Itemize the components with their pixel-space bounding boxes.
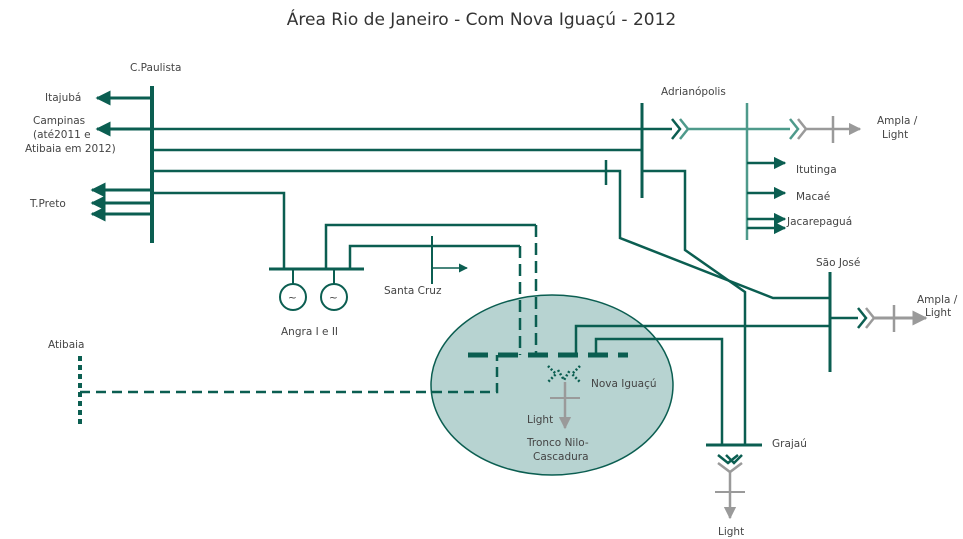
line-cp-angra (152, 191, 286, 269)
santa-cruz-label: Santa Cruz (384, 285, 442, 297)
line-angra-ni-1 (324, 223, 536, 269)
adrianopolis-label: Adrianópolis (661, 86, 726, 98)
ampla-lower-label-1: Ampla / (917, 294, 958, 306)
grajau-light-label: Light (718, 526, 744, 538)
grajau-transformer-1 (717, 454, 739, 465)
diagram-title: Área Rio de Janeiro - Com Nova Iguaçú - … (286, 10, 677, 30)
nova-iguacu-label: Nova Iguaçú (591, 378, 657, 390)
t-preto-label: T.Preto (29, 198, 66, 210)
ampla-upper-label-1: Ampla / (877, 115, 918, 127)
ampla-lower-label-2: Light (925, 307, 951, 319)
angra-generator-1 (279, 283, 307, 311)
ampla-transformer-upper-1 (789, 118, 800, 140)
campinas-label-1: Campinas (33, 115, 85, 127)
macae-label: Macaé (796, 191, 830, 203)
grajau-transformer-3 (717, 462, 743, 474)
c-paulista-label: C.Paulista (130, 62, 181, 74)
line-ni-grajau (594, 337, 724, 445)
ni-light-label: Light (527, 414, 553, 426)
jacarepagua-label: Jacarepaguá (786, 216, 852, 228)
generator-2-symbol: ~ (329, 292, 338, 304)
ampla-upper-label-2: Light (882, 129, 908, 141)
campinas-label-3: Atibaia em 2012) (25, 143, 116, 155)
angra-generator-2 (320, 283, 348, 311)
line-atibaia-ni (80, 355, 499, 394)
sao-jose-transformer-1 (857, 307, 868, 329)
grajau-label: Grajaú (772, 438, 807, 450)
itajuba-label: Itajubá (45, 92, 81, 104)
line-adrianopolis-grajau (642, 169, 747, 445)
itutinga-label: Itutinga (796, 164, 837, 176)
sao-jose-label: São José (816, 257, 860, 269)
tronco-label-1: Tronco Nilo- (526, 437, 589, 449)
grajau-transformer-2 (725, 454, 743, 465)
line-angra-ni-2 (348, 244, 520, 269)
campinas-label-2: (até2011 e (33, 129, 91, 141)
line-cp-sao-jose (610, 169, 830, 300)
tronco-label-2: Cascadura (533, 451, 589, 463)
adrianopolis-transformer-1 (671, 118, 682, 140)
angra-label: Angra I e II (281, 326, 338, 338)
generator-1-symbol: ~ (288, 292, 297, 304)
atibaia-label: Atibaia (48, 339, 84, 351)
